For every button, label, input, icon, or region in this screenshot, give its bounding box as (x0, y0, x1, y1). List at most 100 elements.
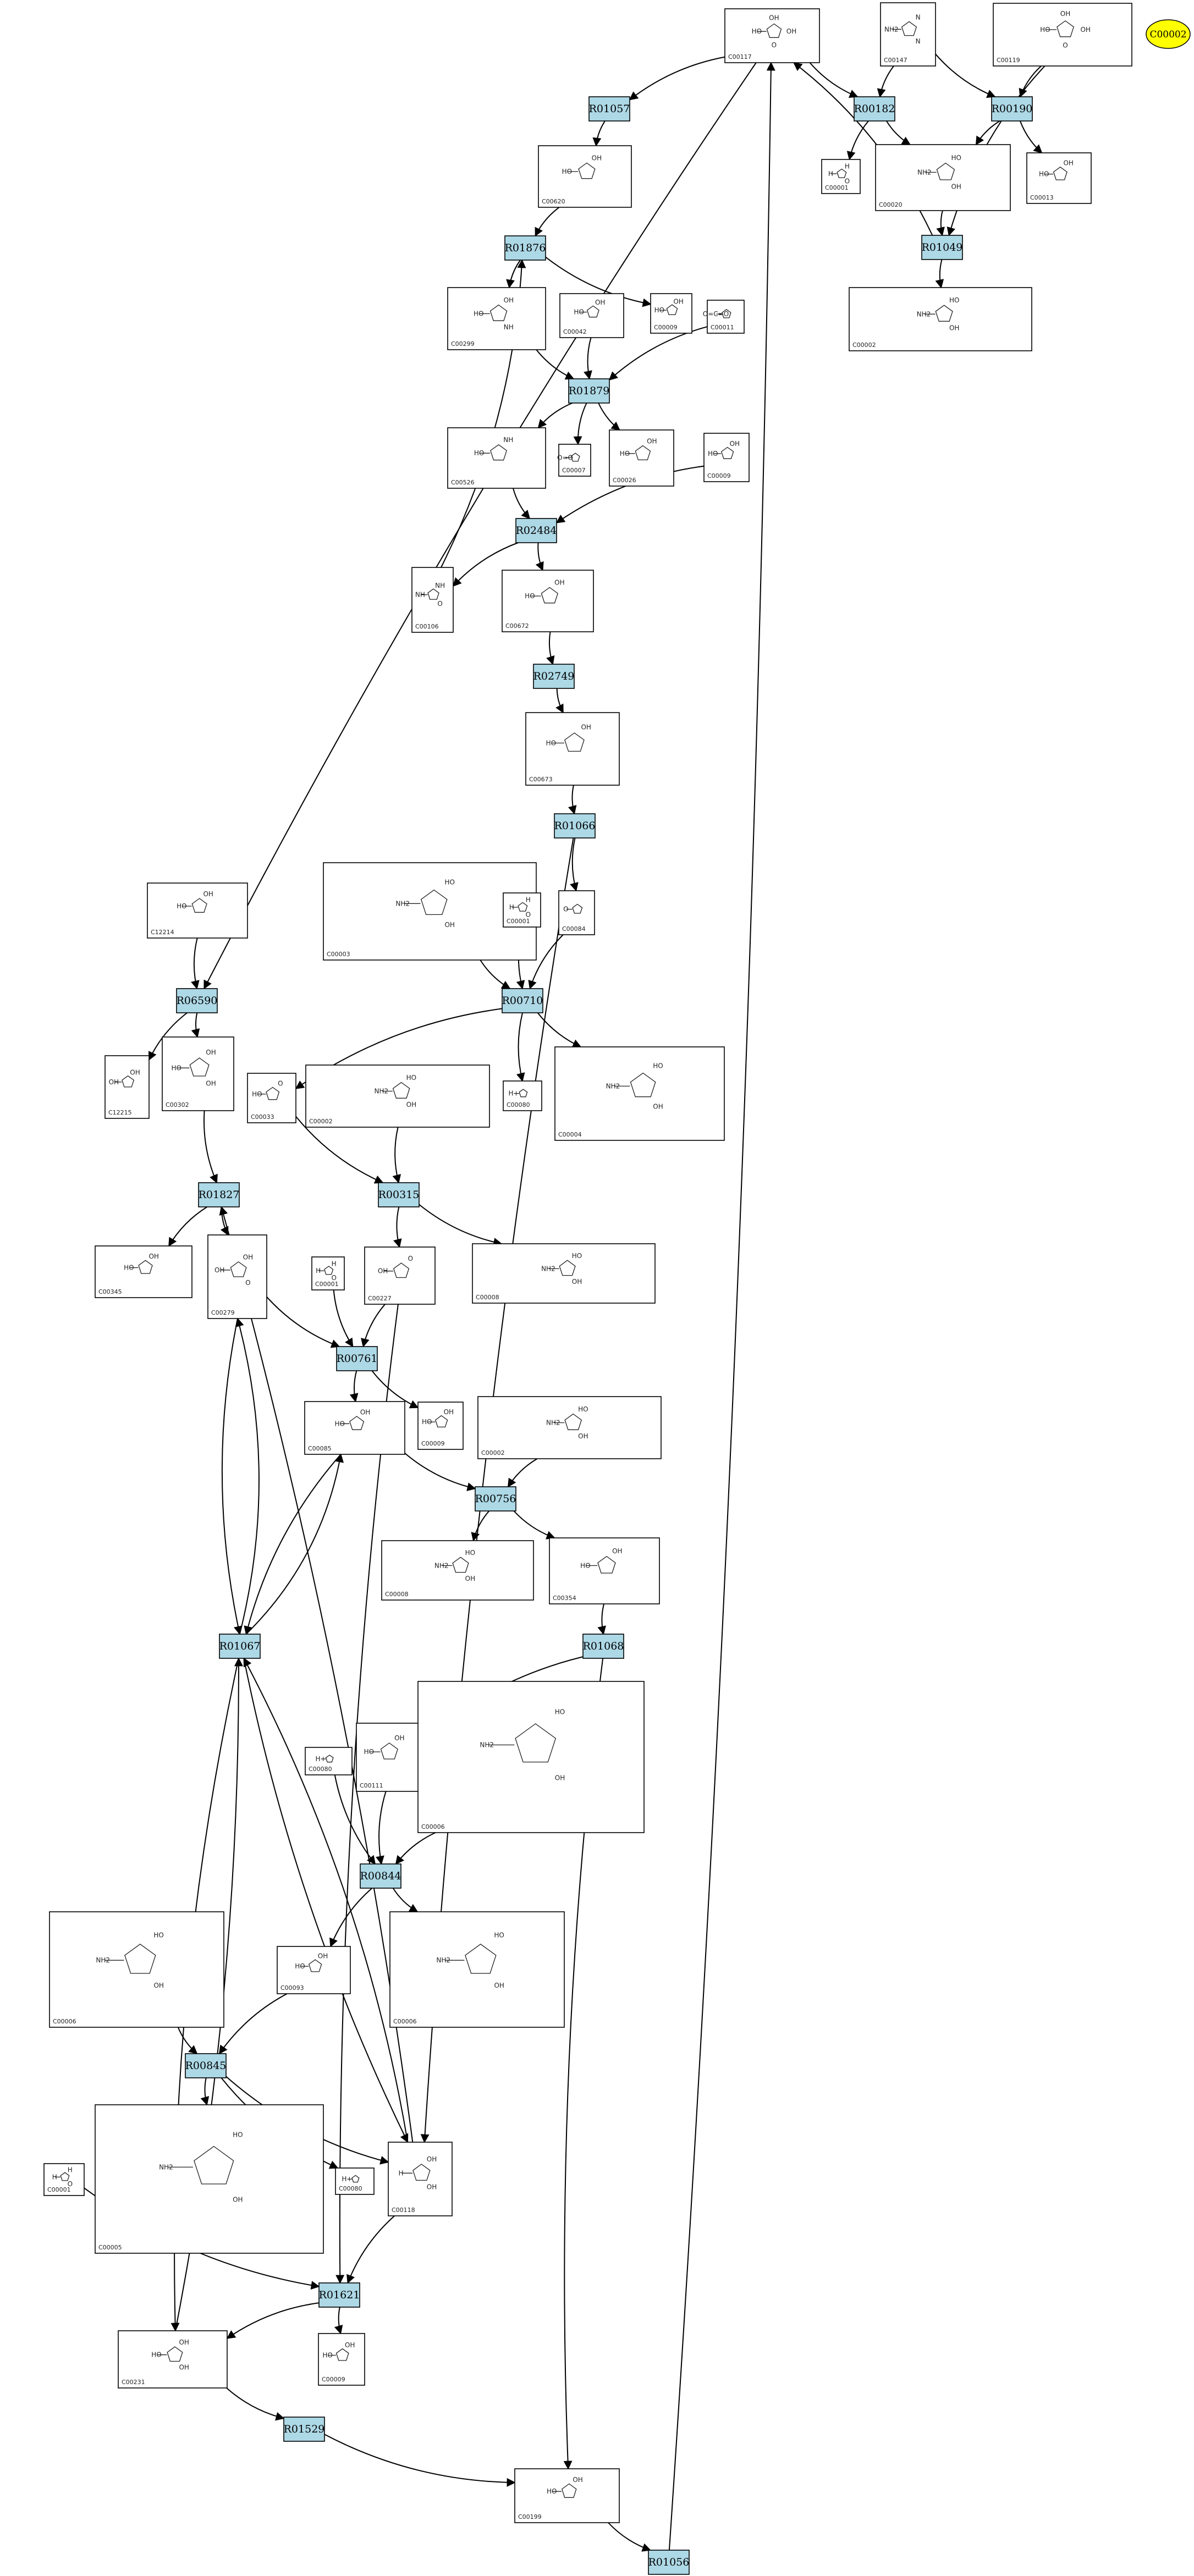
reaction-box[interactable] (504, 235, 546, 261)
reaction-box[interactable] (176, 988, 218, 1013)
reaction-box[interactable] (378, 1182, 420, 1207)
reaction-node-R02484[interactable]: R02484 (515, 518, 557, 543)
reaction-node-R01049[interactable]: R01049 (921, 235, 963, 260)
reaction-node-R06590[interactable]: R06590 (176, 988, 218, 1013)
reaction-node-R00315[interactable]: R00315 (378, 1182, 420, 1207)
reaction-box[interactable] (198, 1182, 240, 1207)
reaction-node-R01827[interactable]: R01827 (198, 1182, 240, 1207)
reaction-box[interactable] (582, 1634, 624, 1659)
reaction-box[interactable] (185, 2053, 227, 2078)
reaction-node-R01529[interactable]: R01529 (283, 2417, 325, 2442)
reaction-box[interactable] (648, 2550, 690, 2575)
compound-node-c00080b[interactable]: H+C00080 (305, 1747, 353, 1775)
reaction-node-R01068[interactable]: R01068 (582, 1634, 624, 1659)
reaction-box[interactable] (554, 813, 596, 839)
compound-node-c00080c[interactable]: H+C00080 (335, 2167, 375, 2195)
reaction-box[interactable] (219, 1634, 261, 1659)
reaction-node-R02749[interactable]: R02749 (533, 664, 575, 689)
reaction-box[interactable] (568, 378, 610, 404)
atom-label: HO (562, 168, 572, 175)
reaction-node-R00182[interactable]: R00182 (854, 96, 895, 122)
reaction-node-R01067[interactable]: R01067 (219, 1634, 261, 1659)
reaction-node-R01057[interactable]: R01057 (588, 96, 630, 122)
reaction-node-R00761[interactable]: R00761 (336, 1346, 378, 1371)
reaction-box[interactable] (475, 1486, 516, 1512)
compound-id-label: C00117 (728, 53, 752, 60)
reaction-box[interactable] (588, 96, 630, 122)
reaction-box[interactable] (991, 96, 1033, 122)
reaction-box[interactable] (921, 235, 963, 260)
compound-node-c00080a[interactable]: H+C00080 (503, 1080, 542, 1111)
reaction-box[interactable] (283, 2417, 325, 2442)
reaction-node-R01066[interactable]: R01066 (554, 813, 596, 839)
legend-ellipse[interactable] (1146, 19, 1191, 49)
reaction-node-R00190[interactable]: R00190 (991, 96, 1033, 122)
reaction-box[interactable] (360, 1863, 401, 1889)
reaction-node-R01879[interactable]: R01879 (568, 378, 610, 404)
reaction-box[interactable] (515, 518, 557, 543)
reaction-node-R01876[interactable]: R01876 (504, 235, 546, 261)
reaction-node-R00756[interactable]: R00756 (475, 1486, 516, 1512)
reaction-node-R00710[interactable]: R00710 (502, 988, 543, 1013)
reaction-node-R01056[interactable]: R01056 (648, 2550, 690, 2575)
reaction-box[interactable] (336, 1346, 378, 1371)
reaction-box[interactable] (318, 2282, 360, 2308)
reaction-box[interactable] (854, 96, 895, 122)
reaction-box[interactable] (502, 988, 543, 1013)
reaction-node-R01621[interactable]: R01621 (318, 2282, 360, 2308)
reaction-box[interactable] (533, 664, 575, 689)
edge-c00080b-R00844 (334, 1774, 376, 1865)
reaction-node-R00845[interactable]: R00845 (185, 2053, 227, 2078)
reaction-node-R00844[interactable]: R00844 (360, 1863, 401, 1889)
